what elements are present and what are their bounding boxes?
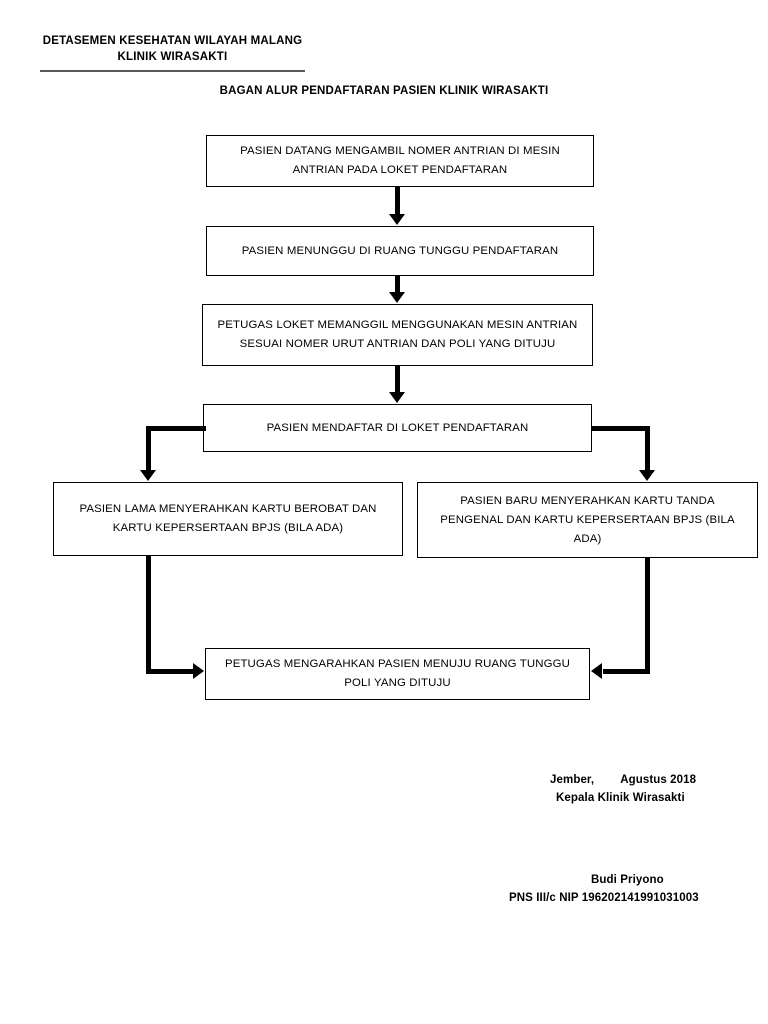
- arrow-down-icon: [140, 470, 156, 481]
- connector-n1-n2-line: [395, 187, 400, 215]
- flow-node-label: PASIEN MENDAFTAR DI LOKET PENDAFTARAN: [266, 421, 529, 434]
- connector-n4-n5-horizontal: [146, 426, 206, 431]
- connector-n4-n6-vertical: [645, 426, 650, 473]
- connector-n3-n4-line: [395, 366, 400, 393]
- flow-node-pasien-mendaftar: PASIEN MENDAFTAR DI LOKET PENDAFTARAN: [203, 404, 592, 452]
- flow-node-label: PASIEN BARU MENYERAHKAN KARTU TANDA PENG…: [440, 494, 735, 545]
- flow-node-pasien-lama: PASIEN LAMA MENYERAHKAN KARTU BEROBAT DA…: [53, 482, 403, 556]
- connector-n6-n7-vertical: [645, 558, 650, 673]
- connector-n4-n5-vertical: [146, 426, 151, 473]
- signature-date: Agustus 2018: [620, 774, 697, 786]
- arrow-right-icon: [193, 663, 204, 679]
- connector-n5-n7-horizontal: [146, 669, 194, 674]
- signature-name: Budi Priyono: [591, 874, 664, 886]
- letterhead-divider: [40, 70, 305, 72]
- letterhead-line-2: KLINIK WIRASAKTI: [117, 51, 228, 63]
- flow-node-petugas-memanggil: PETUGAS LOKET MEMANGGIL MENGGUNAKAN MESI…: [202, 304, 593, 366]
- signature-role: Kepala Klinik Wirasakti: [556, 792, 685, 804]
- flow-node-pasien-datang: PASIEN DATANG MENGAMBIL NOMER ANTRIAN DI…: [206, 135, 594, 187]
- signature-place-date: Jember, Agustus 2018: [550, 771, 696, 789]
- flow-node-pasien-baru: PASIEN BARU MENYERAHKAN KARTU TANDA PENG…: [417, 482, 758, 558]
- page-title: BAGAN ALUR PENDAFTARAN PASIEN KLINIK WIR…: [219, 85, 549, 97]
- flow-node-label: PASIEN DATANG MENGAMBIL NOMER ANTRIAN DI…: [240, 145, 560, 176]
- flow-node-label: PETUGAS MENGARAHKAN PASIEN MENUJU RUANG …: [224, 658, 571, 689]
- arrow-down-icon: [639, 470, 655, 481]
- flow-node-label: PASIEN LAMA MENYERAHKAN KARTU BEROBAT DA…: [79, 503, 377, 534]
- flow-node-label: PETUGAS LOKET MEMANGGIL MENGGUNAKAN MESI…: [217, 319, 578, 350]
- arrow-down-icon: [389, 214, 405, 225]
- arrow-left-icon: [591, 663, 602, 679]
- connector-n4-n6-horizontal: [592, 426, 650, 431]
- flow-node-pasien-menunggu: PASIEN MENUNGGU DI RUANG TUNGGU PENDAFTA…: [206, 226, 594, 276]
- connector-n5-n7-vertical: [146, 556, 151, 673]
- arrow-down-icon: [389, 392, 405, 403]
- signature-rank-nip: PNS III/c NIP 196202141991031003: [509, 892, 699, 904]
- letterhead-line-1: DETASEMEN KESEHATAN WILAYAH MALANG: [42, 35, 303, 47]
- flow-node-petugas-mengarahkan: PETUGAS MENGARAHKAN PASIEN MENUJU RUANG …: [205, 648, 590, 700]
- connector-n6-n7-horizontal: [603, 669, 650, 674]
- connector-n2-n3-line: [395, 276, 400, 293]
- arrow-down-icon: [389, 292, 405, 303]
- letterhead: DETASEMEN KESEHATAN WILAYAH MALANG KLINI…: [0, 33, 345, 72]
- flow-node-label: PASIEN MENUNGGU DI RUANG TUNGGU PENDAFTA…: [241, 244, 559, 257]
- signature-place: Jember,: [550, 774, 595, 786]
